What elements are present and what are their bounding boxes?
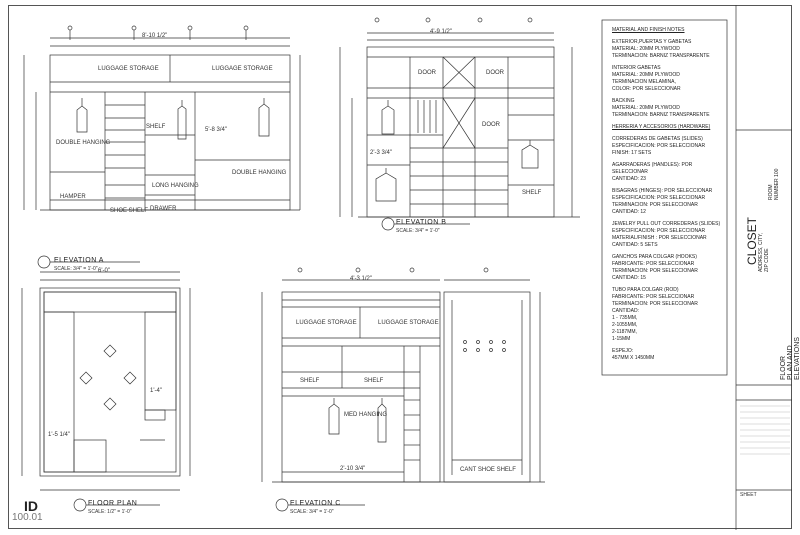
elev-a-luggage-label-2: LUGGAGE STORAGE — [212, 66, 273, 72]
elev-b-dim-label: 2'-3 3/4" — [370, 150, 392, 156]
elevation-b-scale: SCALE: 3/4" = 1'-0" — [396, 228, 440, 234]
elev-c-overall-dim: 4'-3 1/2" — [350, 276, 372, 282]
elev-a-shoe-shelf-label: SHOE SHELF — [110, 208, 149, 214]
notes-block: BISAGRAS (HINGES): POR SELECCIONAR ESPEC… — [612, 188, 713, 215]
room-number: ROOM NUMBER 100 — [768, 168, 780, 200]
notes-block: CORREDERAS DE GABETAS (SLIDES) ESPECIFIC… — [612, 136, 706, 156]
elev-a-shelf-label: SHELF — [146, 124, 166, 130]
notes-block: JEWELRY PULL OUT CORREDERAS (SLIDES) ESP… — [612, 221, 721, 248]
floor-plan-title: FLOOR PLAN — [88, 500, 138, 507]
elev-a-hamper-label: HAMPER — [60, 194, 86, 200]
sheet-label: SHEET — [740, 492, 757, 498]
floor-plan-scale: SCALE: 1/2" = 1'-0" — [88, 509, 132, 515]
elevation-c-scale: SCALE: 3/4" = 1'-0" — [290, 509, 334, 515]
elev-c-med-hanging-label: MED HANGING — [344, 412, 388, 418]
floor-plan-overall-dim: 6'-0" — [98, 268, 110, 274]
elev-c-luggage-label-1: LUGGAGE STORAGE — [296, 320, 357, 326]
notes-block: EXTERIOR,PUERTAS Y GABETAS MATERIAL: 20M… — [612, 39, 710, 59]
material-finish-notes: MATERIAL AND FINISH NOTES EXTERIOR,PUERT… — [612, 27, 724, 367]
floor-plan-dim: 1'-4" — [150, 388, 162, 394]
elev-a-drawer-label: DRAWER — [150, 206, 177, 212]
elev-c-luggage-label-2: LUGGAGE STORAGE — [378, 320, 439, 326]
notes-subheading: HERRERIA Y ACCESORIOS (HARDWARE) — [612, 124, 711, 130]
elevation-a-drawing — [23, 25, 301, 211]
sheet-id: ID — [24, 498, 38, 514]
elev-b-shelf-label: SHELF — [522, 190, 542, 196]
elevation-b-title: ELEVATION B — [396, 219, 447, 226]
elevation-c-title: ELEVATION C — [290, 500, 341, 507]
notes-block: AGARRADERAS (HANDLES): POR SELECCIONAR C… — [612, 162, 693, 182]
elev-a-luggage-label-1: LUGGAGE STORAGE — [98, 66, 159, 72]
elevation-a-title: ELEVATION A — [54, 257, 104, 264]
elevation-b-drawing — [339, 17, 580, 218]
notes-block: TUBO PARA COLGAR (ROD) FABRICANTE: POR S… — [612, 287, 698, 342]
elev-a-overall-dim: 8'-10 1/2" — [142, 33, 168, 39]
elev-a-double-hanging-label-2: DOUBLE HANGING — [232, 170, 287, 176]
elev-b-door-label-2: DOOR — [486, 70, 504, 76]
elevation-c-drawing — [261, 267, 545, 483]
notes-heading: MATERIAL AND FINISH NOTES — [612, 27, 685, 33]
elev-b-door-label-3: DOOR — [482, 122, 500, 128]
elev-c-cant-shoe-shelf-label: CANT SHOE SHELF — [460, 467, 516, 473]
elev-b-door-label-1: DOOR — [418, 70, 436, 76]
elev-b-overall-dim: 4'-9 1/2" — [430, 29, 452, 35]
elev-a-long-hanging-label: LONG HANGING — [152, 183, 199, 189]
elev-c-dim-label: 2'-10 3/4" — [340, 466, 366, 472]
elev-a-dim-label: 5'-8 3/4" — [205, 127, 227, 133]
elevation-a-scale: SCALE: 3/4" = 1'-0" — [54, 266, 98, 272]
floor-plan-drawing — [21, 271, 191, 491]
drawing-sheet — [8, 5, 792, 529]
notes-block: GANCHOS PARA COLGAR (HOOKS) FABRICANTE: … — [612, 254, 698, 281]
notes-block: BACKING MATERIAL: 20MM PLYWOOD TERMINACI… — [612, 98, 710, 118]
floor-plan-dim-2: 1'-5 1/4" — [48, 432, 70, 438]
notes-block: INTERIOR GABETAS MATERIAL: 20MM PLYWOOD … — [612, 65, 681, 92]
sheet-number: 100.01 — [12, 512, 43, 523]
project-name: CLOSET — [745, 216, 759, 265]
elev-c-shelf-label-1: SHELF — [300, 378, 320, 384]
elev-c-shelf-label-2: SHELF — [364, 378, 384, 384]
project-address: ADDRESS, CITY, ZIP CODE — [758, 232, 770, 272]
notes-block: ESPEJO: 457MM X 1450MM — [612, 348, 655, 361]
elev-a-double-hanging-label: DOUBLE HANGING — [56, 140, 111, 146]
sheet-title: FLOOR PLAN AND ELEVATIONS — [780, 337, 800, 380]
